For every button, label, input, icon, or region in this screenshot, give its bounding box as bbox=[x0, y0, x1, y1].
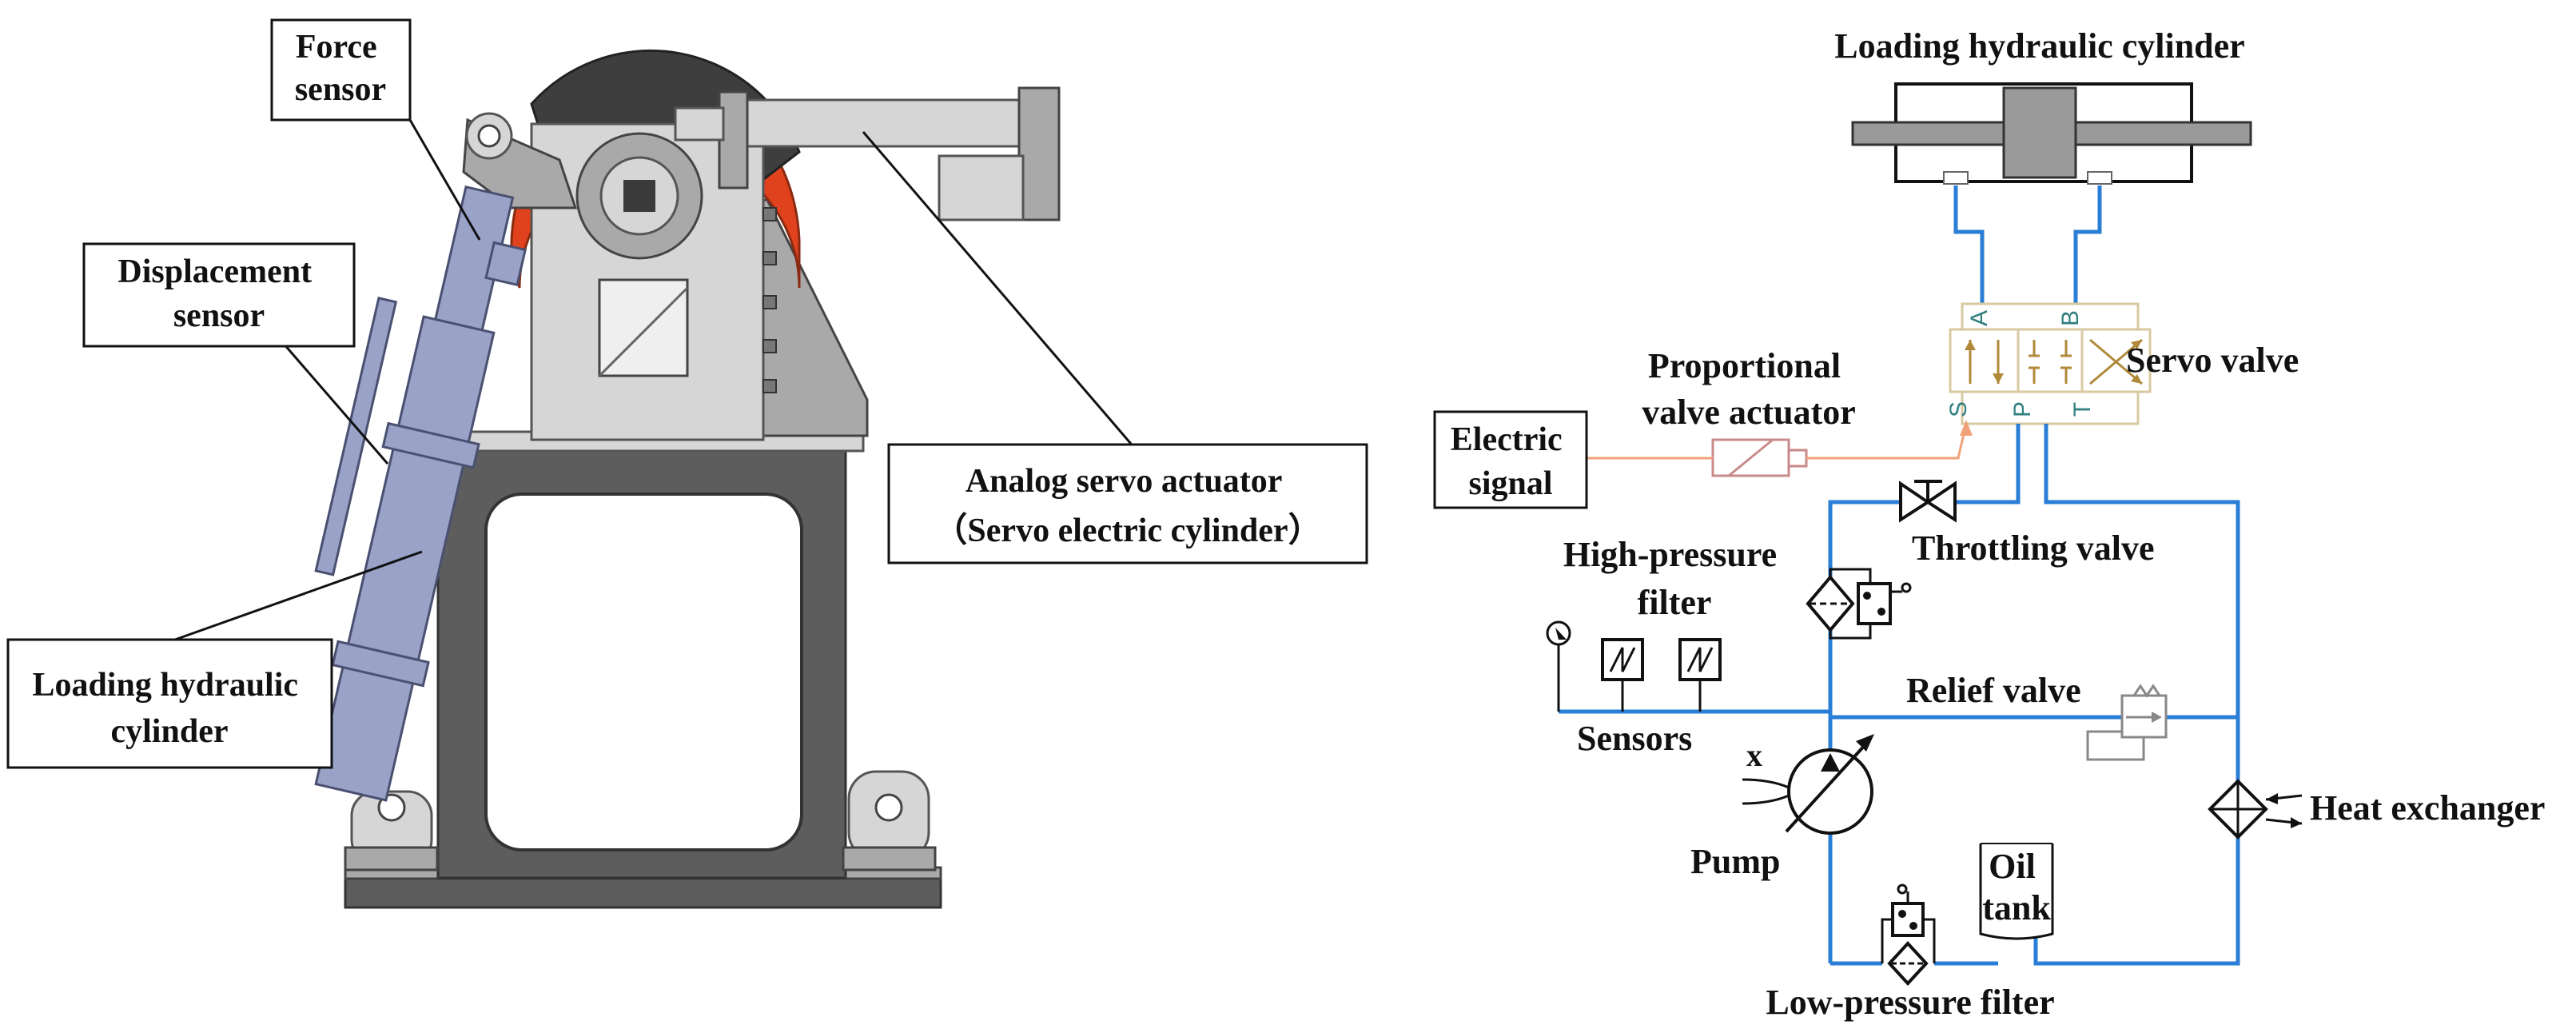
leader-loading-cylinder-left bbox=[163, 550, 423, 645]
label-proportional-valve: Proportional valve actuator bbox=[1642, 346, 1856, 432]
svg-text:Electric signal: Electric signal bbox=[1451, 421, 1571, 502]
port-t: T bbox=[2069, 402, 2096, 417]
frame-opening bbox=[484, 493, 803, 852]
leader-analog-servo bbox=[862, 131, 1133, 445]
port-b: B bbox=[2057, 310, 2084, 326]
left-foot-mount bbox=[344, 790, 439, 871]
label-loading-cylinder-top: Loading hydraulic cylinder bbox=[1834, 26, 2244, 66]
relief-valve-symbol bbox=[2086, 684, 2168, 761]
label-servo-valve: Servo valve bbox=[2126, 341, 2299, 380]
label-displacement-sensor: Displacement sensor bbox=[82, 242, 356, 348]
bracket-bolts bbox=[762, 207, 777, 393]
base-plate bbox=[344, 874, 942, 909]
label-low-pressure-filter: Low-pressure filter bbox=[1766, 983, 2054, 1022]
high-pressure-filter-symbol bbox=[1806, 568, 1912, 640]
right-foot-mount bbox=[842, 770, 937, 871]
oil-tank-symbol bbox=[1979, 843, 2054, 940]
label-loading-cylinder-left: Loading hydraulic cylinder bbox=[6, 638, 333, 769]
port-a: A bbox=[1966, 310, 1993, 326]
leader-displacement-sensor bbox=[282, 343, 389, 465]
label-force-sensor: Force sensor bbox=[270, 18, 412, 122]
label-pump: Pump bbox=[1690, 842, 1780, 881]
svg-text:Force sensor: Force sensor bbox=[295, 29, 386, 108]
gearbox-window bbox=[598, 278, 689, 377]
pipe-b bbox=[2073, 185, 2102, 304]
pump-symbol bbox=[1742, 734, 1874, 835]
servo-electric-cylinder bbox=[674, 86, 1061, 221]
hydraulic-schematic: Loading hydraulic cylinder bbox=[1433, 26, 2545, 1022]
label-high-pressure-filter: High-pressure filter bbox=[1563, 535, 1786, 622]
svg-text:Displacement sensor: Displacement sensor bbox=[117, 253, 320, 334]
svg-text:Loading hydraulic cylind: Loading hydraulic cylinder bbox=[32, 667, 306, 750]
proportional-valve-symbol bbox=[1711, 438, 1808, 477]
servo-valve-symbol: A B S P T bbox=[1945, 302, 2152, 425]
loading-cylinder-symbol bbox=[1851, 82, 2252, 185]
label-sensors: Sensors bbox=[1577, 719, 1692, 758]
low-pressure-filter-symbol bbox=[1881, 883, 1936, 986]
svg-text:Analog servo actuator （S: Analog servo actuator （Servo electric cy… bbox=[934, 463, 1321, 549]
pipe-return bbox=[2033, 424, 2240, 966]
label-heat-exchanger: Heat exchanger bbox=[2310, 788, 2545, 828]
sensors-symbol bbox=[1546, 620, 1722, 712]
port-s: S bbox=[1945, 401, 1972, 417]
heat-exchanger-symbol bbox=[2208, 779, 2303, 840]
throttling-valve-symbol bbox=[1899, 480, 1957, 523]
label-analog-servo-actuator: Analog servo actuator （Servo electric cy… bbox=[887, 443, 1368, 564]
leader-force-sensor bbox=[408, 119, 481, 241]
pipe-a bbox=[1953, 185, 1985, 304]
port-p: P bbox=[2009, 401, 2036, 417]
label-pump-x: x bbox=[1746, 737, 1762, 773]
label-oil-tank: Oil tank bbox=[1982, 847, 2051, 927]
test-rig-drawing bbox=[314, 50, 1061, 909]
label-electric-signal: Electric signal bbox=[1433, 410, 1588, 509]
label-relief-valve: Relief valve bbox=[1906, 671, 2081, 710]
label-throttling-valve: Throttling valve bbox=[1912, 528, 2155, 568]
